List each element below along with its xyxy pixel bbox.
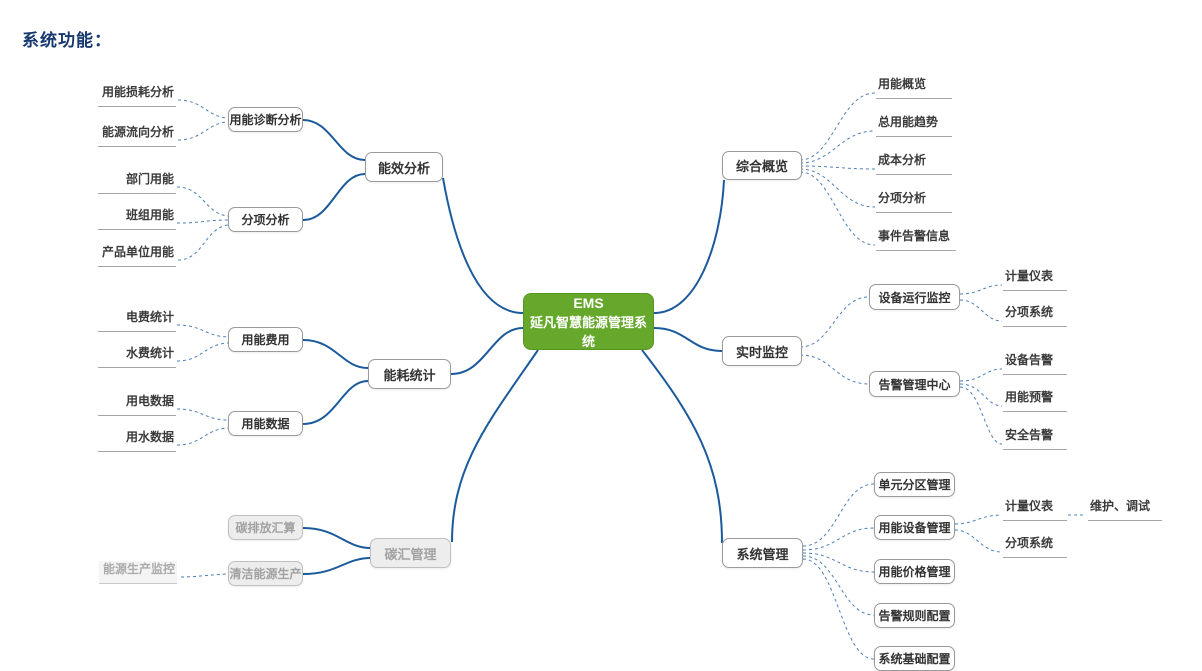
leaf-connector bbox=[180, 573, 228, 578]
leaf-energy-production-monitor: 能源生产监控 bbox=[99, 561, 177, 584]
leaf-energy-warning: 用能预警 bbox=[1003, 389, 1067, 412]
page-title: 系统功能： bbox=[22, 31, 112, 50]
leaf-connector bbox=[799, 296, 870, 348]
node-base-config: 系统基础配置 bbox=[874, 646, 955, 671]
node-alarm-center: 告警管理中心 bbox=[869, 371, 960, 397]
leaf-connector bbox=[954, 529, 1003, 553]
leaf-product-unit-energy: 产品单位用能 bbox=[98, 244, 176, 267]
leaf-connector bbox=[176, 408, 229, 421]
leaf-connector bbox=[176, 219, 229, 224]
branch-line bbox=[450, 327, 524, 375]
branch-line bbox=[442, 177, 524, 314]
leaf-subsystem-monitor: 分项系统 bbox=[1003, 304, 1067, 327]
leaf-connector bbox=[176, 186, 229, 217]
branch-line bbox=[653, 327, 723, 352]
leaf-connector bbox=[959, 368, 1003, 382]
leaf-connector bbox=[959, 299, 1003, 322]
leaf-cost-analysis: 成本分析 bbox=[876, 152, 952, 175]
leaf-connector bbox=[177, 224, 229, 261]
leaf-energy-overview: 用能概览 bbox=[876, 76, 952, 99]
branch-line bbox=[302, 557, 372, 575]
leaf-subsystem-mgmt: 分项系统 bbox=[1003, 535, 1067, 558]
leaf-connector bbox=[799, 171, 876, 246]
leaf-water-fee-stats: 水费统计 bbox=[98, 345, 176, 368]
leaf-connector bbox=[799, 92, 876, 161]
leaf-maintain-debug: 维护、调试 bbox=[1088, 498, 1162, 521]
leaf-electricity-data: 用电数据 bbox=[98, 393, 176, 416]
leaf-energy-loss-analysis: 用能损耗分析 bbox=[98, 84, 176, 107]
node-clean-energy: 清洁能源生产 bbox=[228, 561, 303, 586]
leaf-connector bbox=[954, 514, 1003, 525]
leaf-subitem-analysis: 分项分析 bbox=[876, 190, 952, 213]
branch-line bbox=[302, 119, 366, 161]
leaf-connector bbox=[802, 558, 875, 660]
node-carbon-accounting: 碳排放汇算 bbox=[228, 515, 303, 540]
node-overview: 综合概览 bbox=[722, 151, 802, 180]
leaf-connector bbox=[959, 383, 1003, 407]
leaf-connector bbox=[802, 552, 875, 573]
node-price-mgmt: 用能价格管理 bbox=[874, 559, 955, 584]
root-title: EMS bbox=[573, 294, 604, 311]
node-system-mgmt: 系统管理 bbox=[722, 538, 803, 568]
leaf-connector bbox=[176, 324, 229, 338]
node-energy-diagnosis: 用能诊断分析 bbox=[228, 107, 303, 132]
branch-line bbox=[451, 349, 539, 543]
leaf-connector bbox=[802, 555, 875, 616]
node-consumption-stats: 能耗统计 bbox=[368, 359, 451, 389]
leaf-water-data: 用水数据 bbox=[98, 429, 176, 452]
leaf-connector bbox=[799, 168, 876, 208]
branch-line bbox=[641, 349, 723, 544]
node-realtime-monitor: 实时监控 bbox=[722, 336, 802, 366]
leaf-meter-mgmt: 计量仪表 bbox=[1003, 498, 1067, 521]
leaf-connector bbox=[177, 121, 229, 141]
node-unit-zone-mgmt: 单元分区管理 bbox=[874, 472, 955, 497]
node-energy-cost: 用能费用 bbox=[228, 327, 303, 352]
leaf-connector bbox=[177, 99, 229, 119]
node-device-run-monitor: 设备运行监控 bbox=[869, 284, 960, 310]
leaf-event-alarm-info: 事件告警信息 bbox=[876, 228, 956, 251]
node-energy-data: 用能数据 bbox=[228, 411, 303, 436]
leaf-connector bbox=[176, 342, 229, 362]
leaf-connector bbox=[802, 527, 875, 551]
node-alarm-rules-config: 告警规则配置 bbox=[874, 603, 955, 628]
branch-line bbox=[302, 527, 372, 549]
leaf-connector bbox=[959, 386, 1003, 445]
node-carbon-mgmt: 碳汇管理 bbox=[370, 538, 451, 568]
node-subitem-analysis: 分项分析 bbox=[228, 207, 303, 232]
leaf-connector bbox=[799, 130, 876, 164]
node-root-ems: EMS 延凡智慧能源管理系统 bbox=[523, 293, 654, 350]
leaf-team-energy: 班组用能 bbox=[98, 207, 176, 230]
leaf-connector bbox=[799, 354, 870, 385]
leaf-electricity-fee-stats: 电费统计 bbox=[98, 309, 176, 332]
branch-line bbox=[302, 173, 366, 221]
root-subtitle: 延凡智慧能源管理系统 bbox=[529, 314, 647, 349]
leaf-total-energy-trend: 总用能趋势 bbox=[876, 114, 952, 137]
leaf-meter-monitor: 计量仪表 bbox=[1003, 268, 1067, 291]
node-device-mgmt: 用能设备管理 bbox=[874, 515, 955, 540]
leaf-connector bbox=[799, 165, 876, 170]
branch-line bbox=[302, 339, 369, 369]
leaf-connector bbox=[176, 427, 229, 446]
leaf-dept-energy: 部门用能 bbox=[98, 171, 176, 194]
branch-line bbox=[302, 380, 369, 425]
node-energy-analysis: 能效分析 bbox=[365, 152, 443, 182]
leaf-connector bbox=[959, 284, 1003, 295]
leaf-device-alarm: 设备告警 bbox=[1003, 352, 1067, 375]
leaf-safety-alarm: 安全告警 bbox=[1003, 427, 1067, 450]
leaf-connector bbox=[802, 483, 875, 547]
leaf-energy-flow-analysis: 能源流向分析 bbox=[98, 124, 176, 147]
branch-line bbox=[653, 179, 725, 314]
